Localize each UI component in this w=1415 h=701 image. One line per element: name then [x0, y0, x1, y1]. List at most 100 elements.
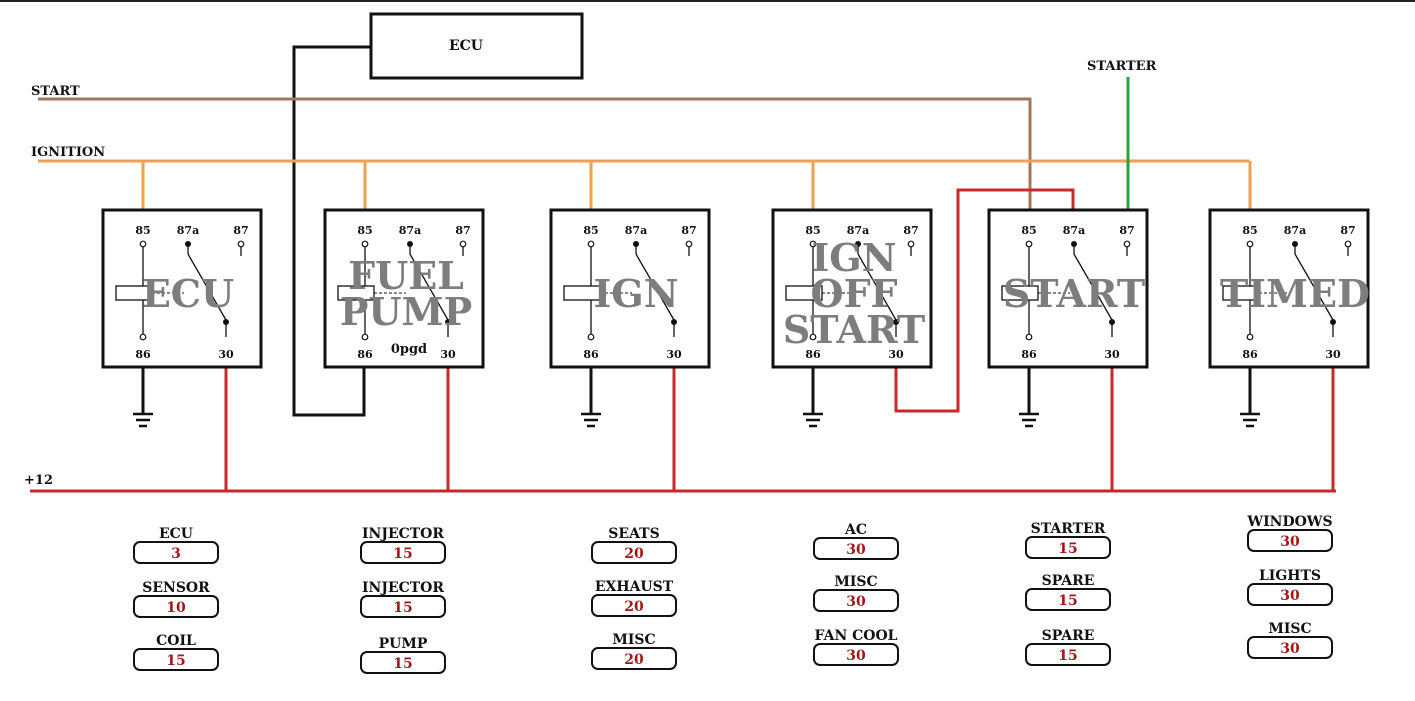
pin-label-30: 30 — [666, 348, 682, 361]
pin-terminal — [587, 240, 595, 248]
pin-terminal — [809, 333, 817, 341]
fuse-label: ECU — [159, 526, 193, 542]
fuse: AC 30 — [813, 522, 899, 560]
fuse-amps: 15 — [1058, 541, 1077, 557]
fuse-amps: 30 — [846, 594, 866, 610]
fuse-body — [813, 589, 899, 612]
power-drops — [224, 367, 1335, 491]
ground-symbol — [803, 367, 823, 428]
fuse-amps: 30 — [1280, 588, 1300, 604]
fuse-amps: 15 — [393, 656, 412, 672]
pin-terminal — [1025, 240, 1033, 248]
fuse-label: LIGHTS — [1259, 568, 1321, 584]
switch-arm — [857, 253, 897, 321]
pin-terminal — [907, 240, 915, 248]
fuse-body — [591, 647, 677, 670]
fuse-label: WINDOWS — [1246, 514, 1332, 530]
pin-label-86: 86 — [1021, 348, 1037, 361]
pin-label-87: 87 — [233, 224, 248, 237]
ecu-box: ECU — [369, 12, 584, 80]
pin-label-87: 87 — [455, 224, 470, 237]
fuse-label: MISC — [834, 574, 877, 590]
fuse: MISC 20 — [591, 632, 677, 670]
pin-terminal — [1344, 240, 1352, 248]
fuse-amps: 20 — [624, 599, 644, 615]
pin-terminal — [139, 333, 147, 341]
ecu-box-label: ECU — [449, 38, 483, 54]
ignition-drops — [141, 161, 1252, 210]
pin-terminal — [459, 240, 467, 248]
fuse-label: AC — [844, 522, 867, 538]
ground-group — [133, 367, 1260, 428]
fuse-label: SPARE — [1042, 628, 1095, 644]
relay-name: ECU — [142, 271, 234, 316]
ground-symbol — [581, 367, 601, 428]
fuse-body — [813, 643, 899, 666]
fuse-body — [591, 541, 677, 564]
relay-name: IGN — [812, 235, 897, 280]
power-wire-label: +12 — [24, 473, 53, 488]
start-wire-label: START — [31, 84, 80, 99]
ecu-signal-wire — [292, 45, 371, 417]
pin-label-86: 86 — [805, 348, 821, 361]
ground-symbol — [1019, 367, 1039, 428]
pin-label-30: 30 — [440, 348, 456, 361]
pin-terminal — [1123, 240, 1131, 248]
fuse-body — [133, 648, 219, 671]
fuse-amps: 15 — [1058, 648, 1077, 664]
pin-label-87a: 87a — [847, 224, 869, 237]
pin-label-85: 85 — [1021, 224, 1036, 237]
fuse-label: EXHAUST — [595, 579, 674, 595]
fuse-body — [1025, 643, 1111, 666]
fuse: EXHAUST 20 — [591, 579, 677, 617]
fuse-body — [1025, 588, 1111, 611]
pin-terminal — [809, 240, 817, 248]
fuse: SPARE 15 — [1025, 628, 1111, 666]
pin-label-86: 86 — [357, 348, 373, 361]
fuse-label: MISC — [612, 632, 655, 648]
fuse-label: FAN COOL — [814, 628, 897, 644]
fuse-amps: 30 — [1280, 534, 1300, 550]
switch-arm — [1073, 253, 1113, 321]
pin-label-85: 85 — [805, 224, 820, 237]
fuse-label: SPARE — [1042, 573, 1095, 589]
pin-terminal — [587, 333, 595, 341]
fuse-body — [813, 537, 899, 560]
pin-label-85: 85 — [357, 224, 372, 237]
pin-terminal — [1025, 333, 1033, 341]
fuse-body — [360, 595, 446, 618]
fuse: MISC 30 — [813, 574, 899, 612]
switch-arm — [1294, 253, 1334, 321]
ground-symbol — [133, 367, 153, 428]
fuse-body — [1025, 536, 1111, 559]
start-wire — [38, 97, 1032, 210]
pin-label-87a: 87a — [625, 224, 647, 237]
interlock-wire — [894, 188, 1075, 413]
pin-label-86: 86 — [1242, 348, 1258, 361]
switch-arm — [409, 253, 449, 321]
fuse-label: INJECTOR — [362, 580, 444, 596]
pin-label-86: 86 — [583, 348, 599, 361]
fuse-body — [1247, 529, 1333, 552]
fuse-amps: 30 — [846, 542, 866, 558]
pin-label-85: 85 — [583, 224, 598, 237]
pin-label-30: 30 — [1325, 348, 1341, 361]
fuse-amps: 20 — [624, 652, 644, 668]
pin-terminal — [139, 240, 147, 248]
fuse-amps: 30 — [1280, 641, 1300, 657]
fuse-amps: 10 — [166, 600, 186, 616]
fuse-label: SENSOR — [142, 580, 210, 596]
pin-label-87a: 87a — [1063, 224, 1085, 237]
